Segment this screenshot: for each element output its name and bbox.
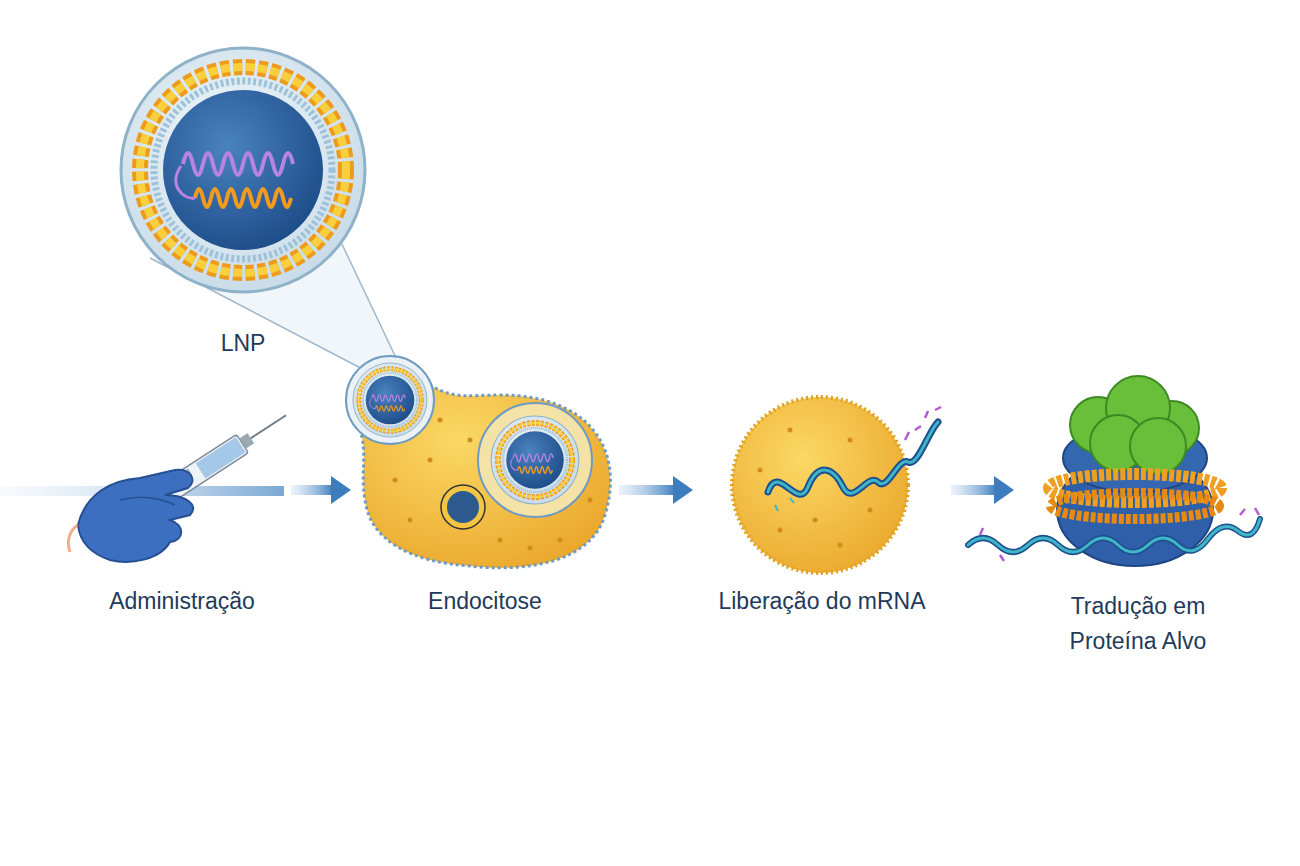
arrow-head <box>994 476 1014 504</box>
release-cell <box>732 397 941 573</box>
arrow-head <box>673 476 693 504</box>
stage-label: Administração <box>109 584 255 619</box>
stage-box: Liberação do mRNA <box>697 400 947 618</box>
syringe-hand <box>68 404 293 561</box>
endocytosis-cell <box>346 356 610 568</box>
flow-arrow <box>951 476 1014 504</box>
stage-box: Administração <box>77 400 287 618</box>
arrow-shaft <box>291 485 331 495</box>
lnp-zoom <box>121 48 398 374</box>
stage-box: Endocitose <box>355 360 615 618</box>
arrow-head <box>331 476 351 504</box>
stage-label: Tradução em Proteína Alvo <box>1038 589 1238 658</box>
lnp-callout: LNP <box>115 42 371 360</box>
arrow-shaft <box>619 485 673 495</box>
flow-arrow <box>619 476 693 504</box>
ribosome <box>968 376 1260 566</box>
stage-box: Tradução em Proteína Alvo <box>1018 380 1258 658</box>
flow-arrow <box>291 476 351 504</box>
stage-label: LNP <box>221 326 266 361</box>
arrow-shaft <box>951 485 994 495</box>
stage-label: Liberação do mRNA <box>718 584 925 619</box>
stage-label: Endocitose <box>428 584 542 619</box>
